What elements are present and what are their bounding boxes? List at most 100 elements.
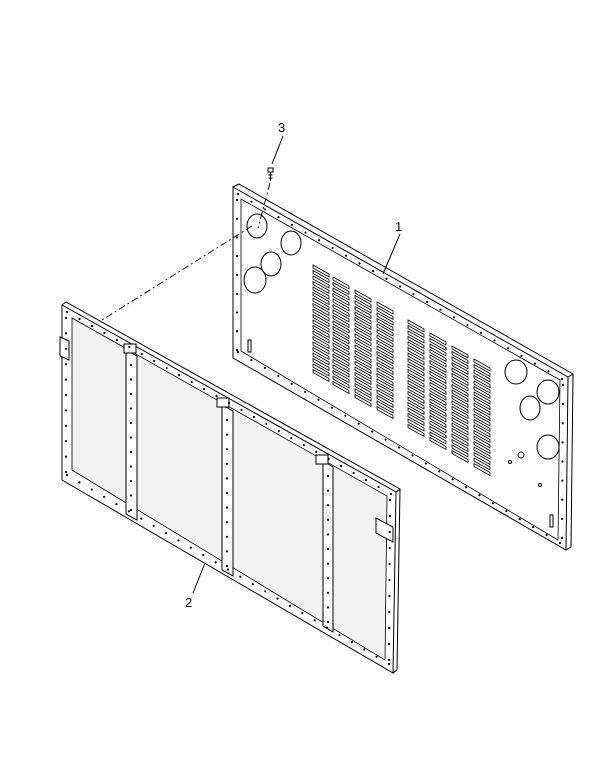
callout-number-3: 3 bbox=[278, 120, 286, 135]
frame-2-uprights bbox=[125, 349, 334, 633]
rivet bbox=[129, 450, 133, 454]
rivet bbox=[129, 436, 133, 439]
rivet bbox=[128, 345, 131, 349]
louver-slat bbox=[429, 370, 447, 385]
rivet bbox=[491, 502, 495, 505]
louver-slat bbox=[332, 369, 350, 384]
rivet bbox=[315, 450, 318, 454]
louver-slat bbox=[429, 387, 447, 401]
louver-slat bbox=[312, 363, 330, 377]
louver-slat bbox=[451, 444, 469, 458]
frame-2-clips bbox=[123, 343, 329, 465]
louver-slat bbox=[332, 358, 350, 373]
frame-2-edge bbox=[61, 301, 401, 493]
rivet bbox=[340, 464, 343, 468]
louver-slat bbox=[354, 360, 372, 375]
rivet bbox=[388, 562, 391, 566]
louver-slat bbox=[407, 335, 425, 350]
louver-slat bbox=[407, 390, 425, 405]
louver-slat bbox=[407, 363, 425, 377]
rivet bbox=[129, 378, 133, 381]
louver-slat bbox=[312, 346, 330, 361]
louver-slat bbox=[451, 350, 469, 365]
rivet bbox=[90, 324, 94, 328]
rivet bbox=[326, 489, 330, 492]
rivet bbox=[140, 517, 143, 520]
louver-slat bbox=[312, 313, 330, 328]
rivet bbox=[78, 317, 81, 321]
port-hole bbox=[280, 230, 302, 256]
rivet bbox=[518, 518, 521, 521]
callout-number-2: 2 bbox=[185, 595, 193, 610]
rivet bbox=[190, 380, 193, 384]
rivet bbox=[377, 485, 380, 489]
rivet bbox=[276, 597, 279, 600]
louver-slat bbox=[312, 275, 330, 289]
rivet bbox=[388, 626, 391, 630]
louver-slat bbox=[376, 389, 394, 403]
rivet bbox=[561, 403, 564, 406]
rivet bbox=[364, 478, 368, 482]
louver-slat bbox=[376, 350, 394, 365]
louver-slat bbox=[407, 407, 425, 421]
louver-slat bbox=[451, 389, 469, 403]
rivet bbox=[202, 387, 206, 391]
panel-1-rivets bbox=[235, 192, 565, 545]
rivet bbox=[64, 424, 68, 427]
rivet bbox=[225, 491, 229, 495]
leader-line-2 bbox=[192, 562, 206, 594]
louver-slat bbox=[473, 385, 491, 400]
louver-slat bbox=[407, 385, 425, 399]
rivet bbox=[560, 377, 564, 381]
rivet bbox=[127, 510, 131, 513]
rivet bbox=[411, 454, 414, 457]
rivet bbox=[103, 331, 106, 335]
louver-slat bbox=[407, 374, 425, 388]
rivet bbox=[313, 619, 316, 622]
rivet bbox=[251, 582, 254, 586]
rivet bbox=[265, 422, 268, 426]
louver-slat bbox=[429, 403, 447, 418]
rivet bbox=[326, 606, 330, 609]
louver-slat bbox=[332, 281, 350, 296]
louver-slat bbox=[332, 292, 350, 307]
louver-slat bbox=[354, 382, 372, 397]
louver-slat bbox=[407, 412, 425, 427]
louver-slat bbox=[312, 269, 330, 284]
rivet bbox=[227, 401, 231, 405]
rivet bbox=[375, 655, 378, 658]
rivet bbox=[178, 373, 181, 377]
rivet bbox=[288, 604, 292, 607]
rivet bbox=[225, 535, 229, 538]
louver-slat bbox=[312, 291, 330, 306]
louver-slat bbox=[312, 335, 330, 350]
louver-slat bbox=[332, 287, 350, 301]
rivet bbox=[64, 332, 68, 335]
rivet bbox=[189, 546, 192, 549]
rivet bbox=[264, 590, 267, 593]
rivet bbox=[225, 550, 229, 553]
screen-frame-part-2 bbox=[59, 301, 401, 674]
rivet bbox=[235, 292, 239, 295]
louver-slat bbox=[407, 396, 425, 410]
louver-slat bbox=[473, 402, 491, 416]
louver-slat bbox=[332, 320, 350, 334]
louver-slat bbox=[332, 342, 350, 356]
louver-slat bbox=[312, 319, 330, 333]
rivet bbox=[90, 488, 93, 491]
louver-slat bbox=[429, 436, 447, 451]
rivet bbox=[389, 492, 393, 496]
rivet bbox=[338, 633, 341, 637]
rivet bbox=[115, 502, 118, 506]
louver-slat bbox=[407, 423, 425, 438]
louver-slat bbox=[376, 339, 394, 354]
rivet bbox=[235, 348, 239, 352]
rivet bbox=[327, 457, 330, 461]
rivet bbox=[177, 539, 180, 542]
rivet bbox=[302, 443, 305, 447]
rivet bbox=[561, 517, 564, 520]
rivet bbox=[387, 658, 391, 662]
rivet bbox=[505, 510, 508, 513]
clip bbox=[216, 397, 230, 408]
